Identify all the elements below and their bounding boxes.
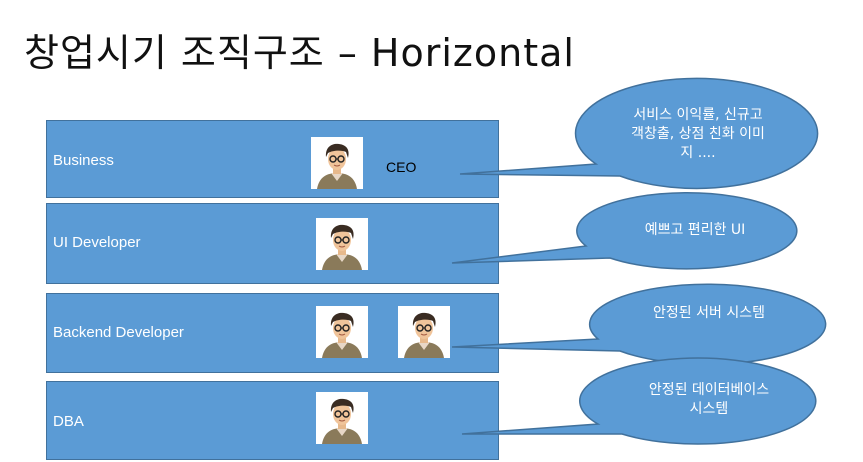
callout-line: 서비스 이익률, 신규고: [633, 107, 763, 123]
row-dba: DBA: [46, 381, 499, 460]
callout-business: [459, 77, 819, 190]
callout-line: 객창출, 상점 친화 이미: [631, 126, 765, 142]
callout-text-business: 서비스 이익률, 신규고 객창출, 상점 친화 이미 지 ....: [588, 106, 808, 163]
callout-line: 지 ....: [680, 145, 716, 161]
row-ui-developer: UI Developer: [46, 203, 499, 284]
person-avatar-icon: [316, 218, 368, 270]
row-business: Business: [46, 120, 499, 198]
row-label-backend-developer: Backend Developer: [53, 324, 184, 341]
callout-text-dba: 안정된 데이터베이스 시스템: [604, 381, 814, 419]
row-label-business: Business: [53, 152, 114, 169]
person-avatar-icon: [316, 306, 368, 358]
callout-line: 시스템: [689, 401, 729, 417]
callout-line: 예쁘고 편리한 UI: [644, 222, 746, 238]
callout-text-ui-developer: 예쁘고 편리한 UI: [590, 221, 800, 240]
ceo-label: CEO: [386, 159, 417, 175]
callout-line: 안정된 서버 시스템: [653, 305, 765, 321]
person-avatar-icon: [311, 137, 363, 189]
callout-ui-developer: [451, 192, 798, 270]
callout-backend-developer: [451, 283, 827, 365]
person-avatar-icon: [398, 306, 450, 358]
callout-text-backend-developer: 안정된 서버 시스템: [604, 304, 814, 323]
row-label-ui-developer: UI Developer: [53, 234, 141, 251]
person-avatar-icon: [316, 392, 368, 444]
callout-dba: [461, 357, 817, 445]
row-label-dba: DBA: [53, 413, 84, 430]
callout-line: 안정된 데이터베이스: [648, 382, 770, 398]
page-title: 창업시기 조직구조 – Horizontal: [24, 31, 575, 75]
